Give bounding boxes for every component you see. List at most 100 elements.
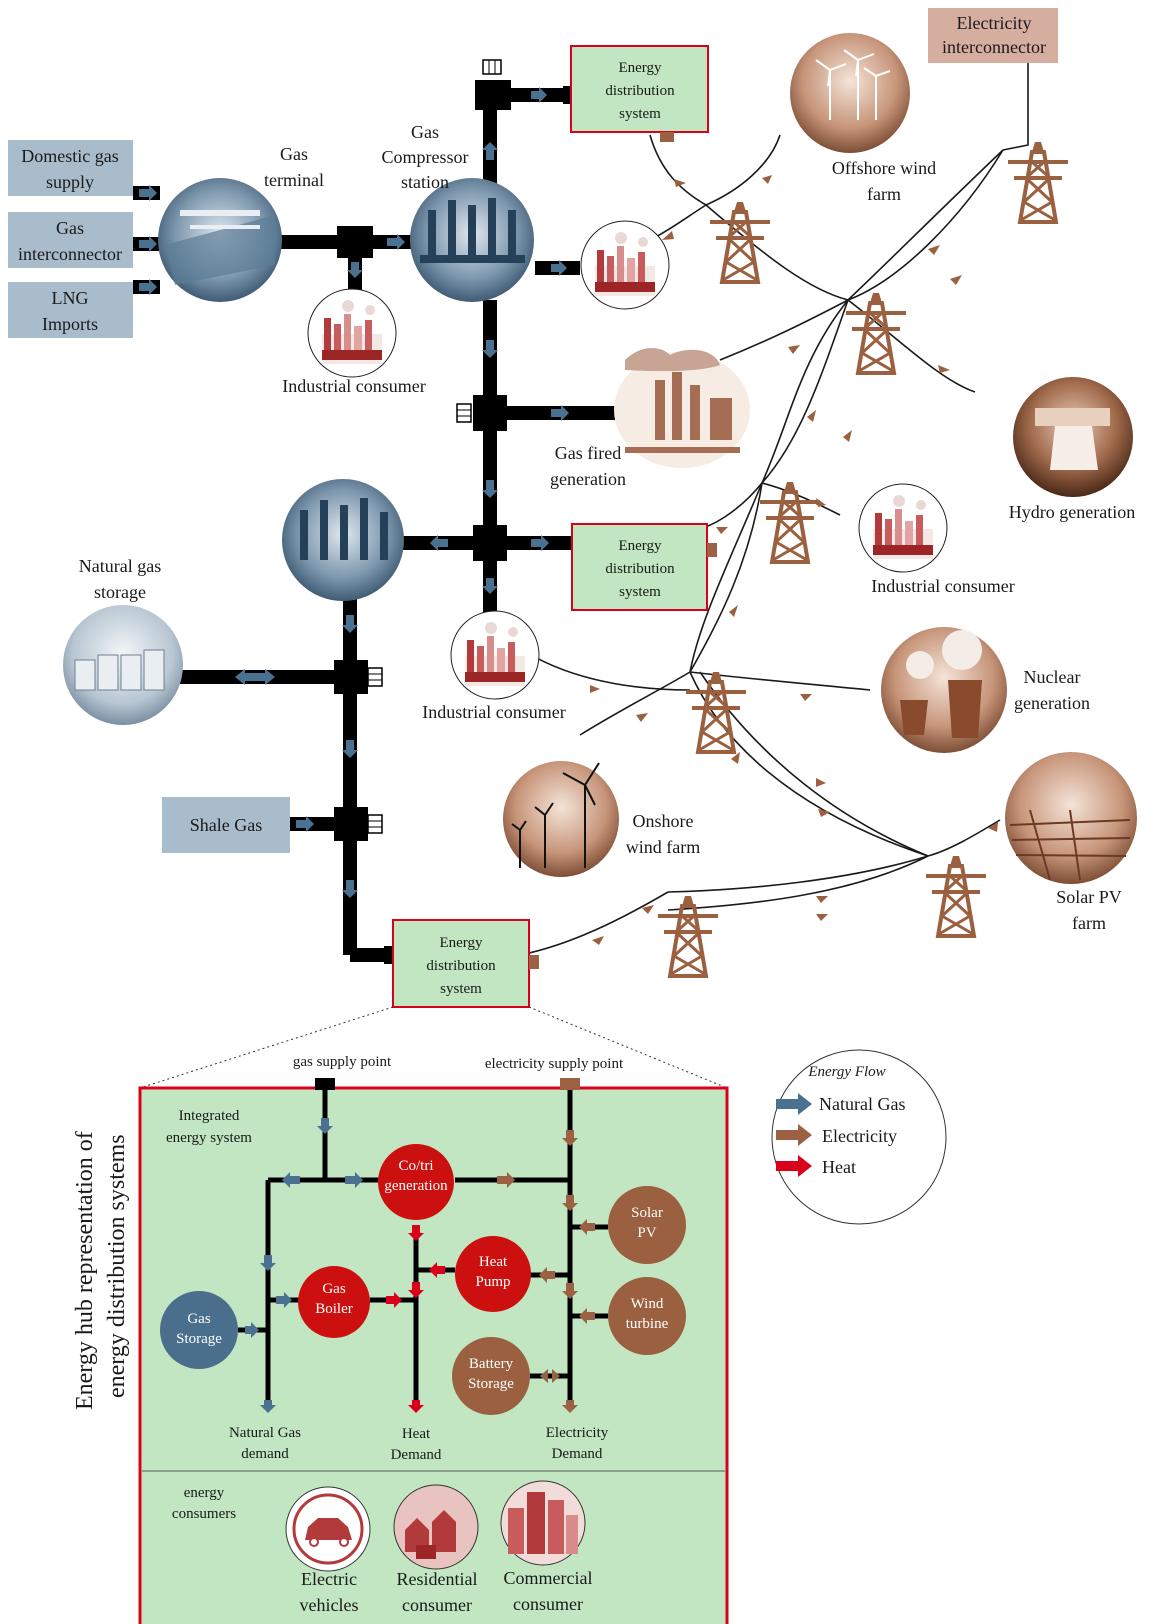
solar-pv-farm-image — [1005, 752, 1137, 884]
shale-gas-box: Shale Gas — [162, 797, 290, 853]
natural-gas-storage-image — [63, 605, 183, 725]
shale-gas-label: Shale Gas — [190, 815, 262, 835]
hydro-label: Hydro generation — [1009, 502, 1135, 522]
gas-fired-generation-image — [614, 348, 750, 468]
industrial-consumer-1-label: Industrial consumer — [282, 376, 425, 396]
gas-fired-label-2: generation — [550, 469, 626, 489]
commercial-consumer-icon — [500, 1480, 586, 1566]
commercial-label-2: consumer — [513, 1594, 583, 1614]
heat-demand-label-1: Heat — [402, 1426, 431, 1442]
gas-interconnector-label-1: Gas — [56, 218, 84, 238]
industrial-consumer-2-image — [450, 610, 540, 700]
onshore-wind-image — [503, 761, 619, 877]
offshore-wind-image — [790, 33, 910, 153]
demand-labels: Natural Gas demand Heat Demand Electrici… — [229, 1425, 609, 1463]
nuclear-label-2: generation — [1014, 693, 1090, 713]
legend-title: Energy Flow — [807, 1064, 885, 1080]
cotri-label-2: generation — [384, 1178, 448, 1194]
hub-arrows — [245, 1118, 595, 1413]
industrial-consumer-3-label: Industrial consumer — [871, 576, 1014, 596]
onshore-label-1: Onshore — [633, 811, 694, 831]
natural-gas-storage-label-1: Natural gas — [79, 556, 161, 576]
integrated-label-1: Integrated — [179, 1108, 240, 1124]
solar-pv-label-1: Solar — [631, 1205, 663, 1221]
compressor-label-1: Gas — [411, 122, 439, 142]
gas-interconnector-label-2: interconnector — [18, 244, 122, 264]
eds-top-box: Energy distribution system — [570, 45, 709, 142]
battery-label-2: Storage — [468, 1376, 514, 1392]
wind-turbine-label-1: Wind — [631, 1296, 664, 1312]
ev-label-2: vehicles — [300, 1595, 359, 1615]
heat-pump-label-2: Pump — [475, 1274, 510, 1290]
battery-storage-node: Battery Storage — [452, 1337, 530, 1415]
eds-top-label-2: distribution — [605, 83, 675, 99]
gas-storage-compressor-image — [282, 479, 404, 601]
hub-vertical-title-2: energy distribution systems — [104, 1134, 130, 1398]
consumers-label-1: energy — [184, 1485, 225, 1501]
main-labels: Gas terminal Gas Compressor station Indu… — [79, 122, 1135, 933]
electricity-supply-point-label: electricity supply point — [485, 1056, 624, 1072]
lng-imports-box: LNG Imports — [8, 282, 133, 338]
hub-vertical-title: Energy hub representation of energy dist… — [72, 1131, 130, 1410]
gas-terminal-label-1: Gas — [280, 144, 308, 164]
solar-pv-label-2: PV — [637, 1225, 656, 1241]
hydro-generation-image — [1013, 377, 1133, 497]
ng-demand-label-1: Natural Gas — [229, 1425, 301, 1441]
eds-middle-label-3: system — [619, 584, 661, 600]
heat-pump-node: Heat Pump — [455, 1236, 531, 1312]
residential-label-1: Residential — [397, 1569, 478, 1589]
gas-terminal-label-2: terminal — [264, 170, 324, 190]
pylon-2 — [1006, 140, 1070, 224]
offshore-label-2: farm — [867, 184, 901, 204]
gas-arrows — [139, 87, 569, 898]
battery-label-1: Battery — [469, 1356, 514, 1372]
domestic-gas-supply-box: Domestic gas supply — [8, 140, 133, 196]
legend-gas-arrow — [776, 1093, 812, 1115]
nuclear-label-1: Nuclear — [1024, 667, 1081, 687]
ng-demand-label-2: demand — [241, 1446, 289, 1462]
pylon-4 — [758, 480, 822, 564]
domestic-gas-label-2: supply — [46, 172, 94, 192]
lng-label-2: Imports — [42, 314, 98, 334]
residential-consumer-icon — [393, 1484, 479, 1570]
ev-label-1: Electric — [301, 1569, 357, 1589]
eds-top-label-3: system — [619, 106, 661, 122]
pylon-6 — [924, 854, 988, 938]
legend-heat-label: Heat — [822, 1157, 856, 1177]
hub-vertical-title-1: Energy hub representation of — [72, 1131, 98, 1410]
elec-demand-label-2: Demand — [552, 1446, 603, 1462]
eds-bottom-label-3: system — [440, 981, 482, 997]
wind-turbine-label-2: turbine — [626, 1316, 669, 1332]
pylon-7 — [656, 894, 720, 978]
electricity-lines — [519, 58, 1029, 956]
integrated-label-2: energy system — [166, 1130, 252, 1146]
elec-interconnector-label-2: interconnector — [942, 37, 1046, 57]
energy-consumers: energy consumers Electric vehicles Resid… — [172, 1480, 593, 1615]
gas-storage-label-1: Gas — [187, 1311, 210, 1327]
eds-middle-box: Energy distribution system — [571, 523, 717, 611]
gas-storage-node: Gas Storage — [160, 1291, 238, 1369]
residential-label-2: consumer — [402, 1595, 472, 1615]
solar-label-2: farm — [1072, 913, 1106, 933]
gas-boiler-node: Gas Boiler — [298, 1266, 370, 1338]
solar-pv-node: Solar PV — [608, 1186, 686, 1264]
gas-fired-label-1: Gas fired — [555, 443, 621, 463]
wind-turbine-node: Wind turbine — [608, 1277, 686, 1355]
gas-terminal-image — [158, 178, 282, 302]
legend-electricity-label: Electricity — [822, 1126, 897, 1146]
heat-pump-label-1: Heat — [479, 1254, 508, 1270]
gas-storage-label-2: Storage — [176, 1331, 222, 1347]
industrial-consumer-top-image — [580, 220, 670, 310]
consumers-label-2: consumers — [172, 1506, 236, 1522]
electricity-arrows — [590, 20, 1037, 945]
cotri-generation-node: Co/tri generation — [378, 1144, 454, 1220]
zoom-lines — [139, 1006, 728, 1089]
eds-bottom-label-1: Energy — [439, 935, 483, 951]
solar-label-1: Solar PV — [1056, 887, 1122, 907]
elec-interconnector-label-1: Electricity — [957, 13, 1032, 33]
gas-boiler-label-1: Gas — [322, 1281, 345, 1297]
commercial-label-1: Commercial — [504, 1568, 593, 1588]
legend-heat-arrow — [776, 1155, 812, 1177]
eds-bottom-label-2: distribution — [426, 958, 496, 974]
